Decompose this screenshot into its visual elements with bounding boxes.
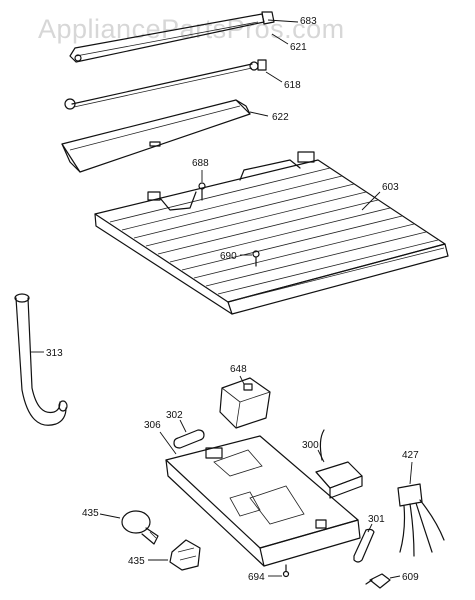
leader-621 [271, 33, 289, 45]
part-302-fuse [173, 429, 205, 449]
part-603-shelf [94, 151, 449, 315]
leader-301 [367, 523, 373, 533]
part-301-cylinder [353, 528, 375, 563]
part-648-control [219, 377, 271, 429]
callout-622: 622 [272, 112, 289, 123]
callout-694: 694 [248, 572, 265, 583]
callout-618: 618 [284, 80, 301, 91]
part-622-shroud [61, 99, 251, 173]
leader-683 [267, 19, 299, 23]
callout-302: 302 [166, 410, 183, 421]
part-300-switch [315, 429, 363, 499]
leader-300 [317, 449, 325, 463]
leader-622 [249, 111, 269, 117]
leader-306 [159, 431, 177, 455]
callout-609: 609 [402, 572, 419, 583]
part-609-switch [365, 573, 391, 589]
part-313-tube [14, 293, 68, 426]
leader-427 [409, 461, 413, 485]
part-306-housing [165, 435, 361, 567]
callout-688: 688 [192, 158, 209, 169]
leader-618 [265, 71, 283, 83]
callout-313: 313 [46, 348, 63, 359]
callout-301: 301 [368, 514, 385, 525]
part-683-621-rail [69, 11, 275, 63]
part-690-screw [252, 250, 260, 267]
part-618-rod [64, 59, 267, 110]
leader-302 [179, 419, 187, 433]
callout-427: 427 [402, 450, 419, 461]
leader-603 [361, 191, 381, 211]
part-427-connector [397, 483, 445, 557]
callout-683: 683 [300, 16, 317, 27]
leader-609 [389, 575, 401, 579]
callout-690: 690 [220, 251, 237, 262]
callout-603: 603 [382, 182, 399, 193]
callout-306: 306 [144, 420, 161, 431]
callout-435-socket: 435 [128, 556, 145, 567]
callout-621: 621 [290, 42, 307, 53]
callout-648: 648 [230, 364, 247, 375]
leader-435-bulb [99, 513, 121, 519]
callout-435-bulb: 435 [82, 508, 99, 519]
leader-648 [239, 375, 245, 385]
watermark: AppliancePartsPros.com [38, 14, 345, 44]
part-694-screw [282, 564, 290, 578]
part-435-socket [169, 539, 201, 571]
part-435-bulb [121, 510, 159, 545]
callout-300: 300 [302, 440, 319, 451]
part-688-screw [198, 182, 206, 201]
